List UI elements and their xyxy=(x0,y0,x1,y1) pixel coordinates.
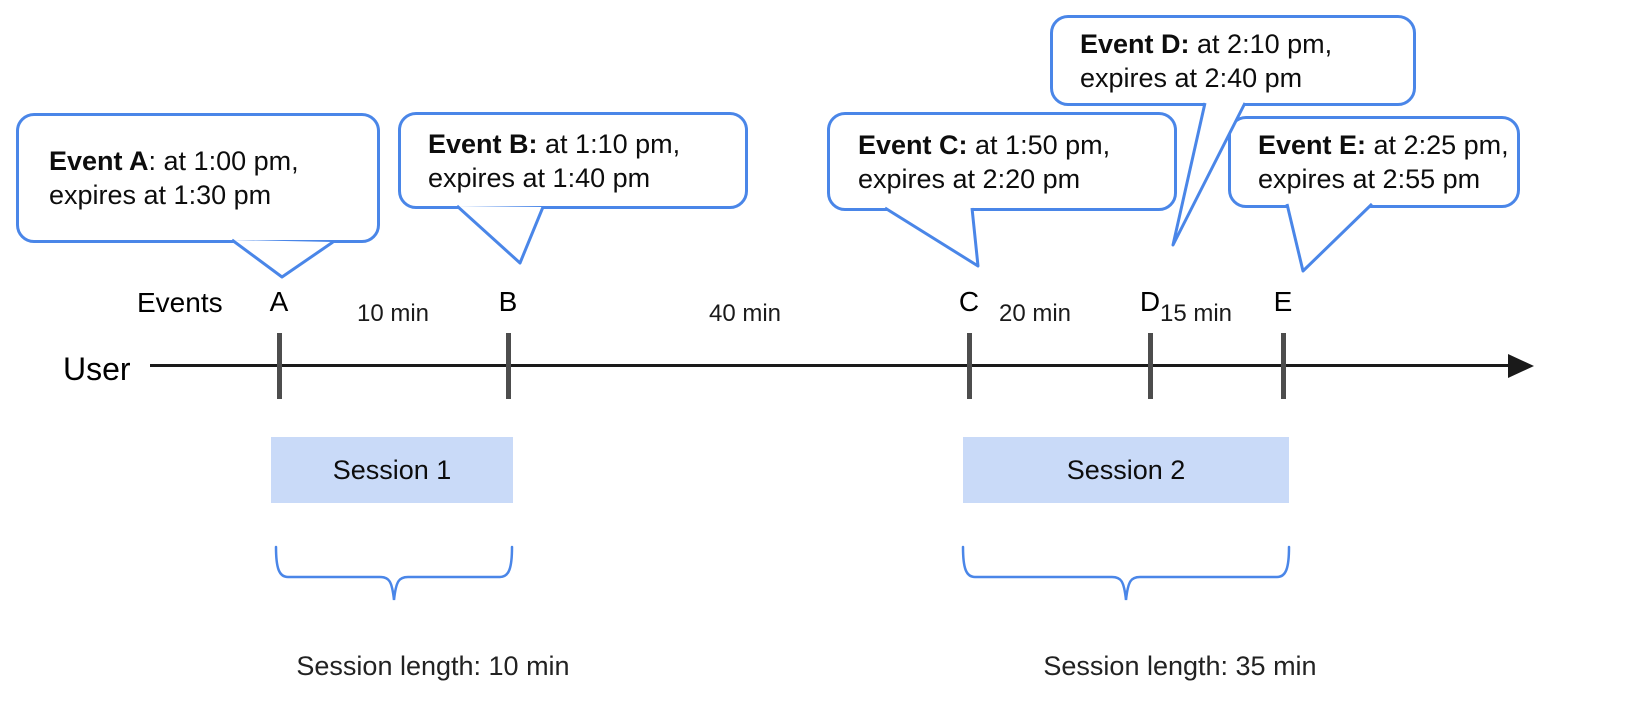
event-d-time: at 2:10 pm, xyxy=(1189,28,1333,59)
tick-event-c xyxy=(967,333,972,399)
event-e-expiry: expires at 2:55 pm xyxy=(1258,164,1481,194)
interval-b-c: 40 min xyxy=(708,300,782,327)
session-1-brace-icon xyxy=(274,545,514,601)
interval-c-d: 20 min xyxy=(998,300,1072,327)
tick-label-b: B xyxy=(498,286,518,317)
tick-label-d: D xyxy=(1139,286,1161,317)
event-d-name: Event D: xyxy=(1080,28,1190,59)
event-e-callout-tail-icon xyxy=(1285,202,1374,273)
event-c-line1: Event C: at 1:50 pm, xyxy=(858,128,1174,162)
tick-label-c: C xyxy=(958,286,980,317)
event-c-callout: Event C: at 1:50 pm, expires at 2:20 pm xyxy=(827,112,1177,211)
event-e-line1: Event E: at 2:25 pm, xyxy=(1258,128,1517,162)
event-d-expiry: expires at 2:40 pm xyxy=(1080,62,1303,93)
event-b-name: Event B: xyxy=(428,128,538,159)
interval-d-e: 15 min xyxy=(1159,300,1233,327)
session-2-length-label: Session length: 35 min xyxy=(1043,651,1317,681)
event-e-callout: Event E: at 2:25 pm, expires at 2:55 pm xyxy=(1228,116,1520,208)
event-c-expiry: expires at 2:20 pm xyxy=(858,163,1081,194)
event-b-callout: Event B: at 1:10 pm, expires at 1:40 pm xyxy=(398,112,748,209)
event-a-callout: Event A: at 1:00 pm, expires at 1:30 pm xyxy=(16,113,380,243)
interval-a-b: 10 min xyxy=(356,300,430,327)
event-b-callout-tail-icon xyxy=(455,204,545,265)
event-e-time: at 2:25 pm, xyxy=(1366,130,1509,160)
session-2-box: Session 2 xyxy=(963,437,1289,503)
session-1-length-label: Session length: 10 min xyxy=(296,651,570,681)
event-d-callout-tail-icon xyxy=(1171,102,1247,247)
tick-event-d xyxy=(1148,333,1153,399)
tick-event-b xyxy=(506,333,511,399)
tick-event-e xyxy=(1281,333,1286,399)
event-b-time: at 1:10 pm, xyxy=(537,128,681,159)
tick-event-a xyxy=(277,333,282,399)
event-a-expiry: expires at 1:30 pm xyxy=(49,180,272,210)
user-row-label: User xyxy=(63,351,131,387)
timeline-axis xyxy=(150,364,1512,367)
event-d-line1: Event D: at 2:10 pm, xyxy=(1080,27,1413,61)
event-a-callout-tail-icon xyxy=(231,238,334,279)
events-row-label: Events xyxy=(137,287,223,318)
event-c-callout-tail-icon xyxy=(884,206,980,268)
event-d-callout: Event D: at 2:10 pm, expires at 2:40 pm xyxy=(1050,15,1416,106)
tick-label-a: A xyxy=(269,286,289,317)
event-b-expiry: expires at 1:40 pm xyxy=(428,162,651,193)
event-c-time: at 1:50 pm, xyxy=(967,129,1111,160)
session-2-brace-icon xyxy=(961,545,1291,601)
session-1-label: Session 1 xyxy=(332,454,452,485)
event-e-name: Event E: xyxy=(1258,130,1367,160)
session-2-label: Session 2 xyxy=(1066,454,1186,485)
session-1-box: Session 1 xyxy=(271,437,513,503)
timeline-arrowhead-icon xyxy=(1508,354,1534,378)
event-c-name: Event C: xyxy=(858,129,968,160)
event-a-line1: Event A: at 1:00 pm, xyxy=(49,144,377,178)
event-a-time: : at 1:00 pm, xyxy=(148,146,299,176)
event-a-name: Event A xyxy=(49,146,149,176)
event-b-line1: Event B: at 1:10 pm, xyxy=(428,127,745,161)
tick-label-e: E xyxy=(1273,286,1293,317)
